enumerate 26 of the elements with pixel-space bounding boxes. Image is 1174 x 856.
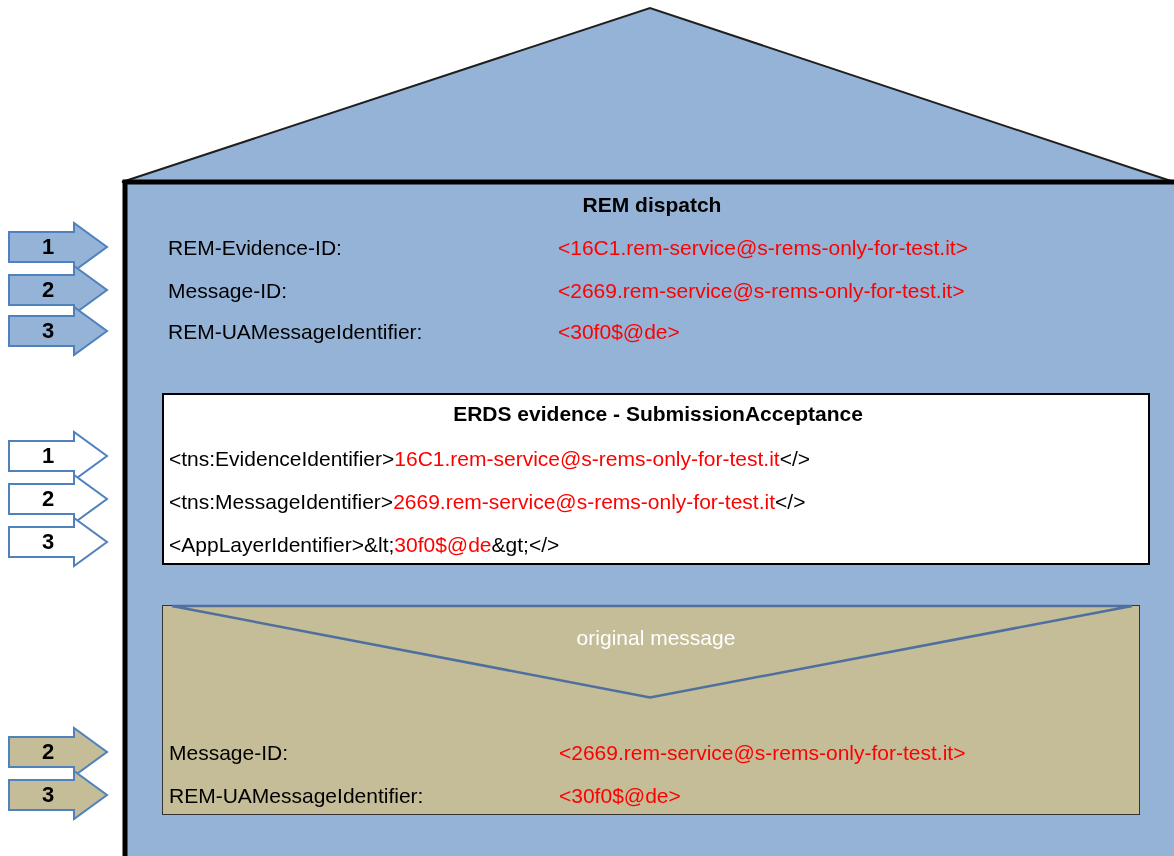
field-value: <2669.rem-service@s-rems-only-for-test.it> (559, 740, 966, 766)
field-label: REM-UAMessageIdentifier: (168, 319, 423, 345)
field-value: <30f0$@de> (558, 319, 680, 345)
envelope-box (162, 605, 1140, 815)
step-number: 2 (42, 739, 55, 765)
field-value: <2669.rem-service@s-rems-only-for-test.it> (558, 278, 965, 304)
xml-line: <AppLayerIdentifier>&lt;30f0$@de&gt;</> (169, 532, 560, 558)
field-label: Message-ID: (168, 278, 288, 304)
step-number: 1 (42, 234, 55, 260)
step-number: 3 (42, 529, 55, 555)
heading: REM dispatch (582, 192, 722, 218)
step-number: 3 (42, 782, 55, 808)
field-label: REM-UAMessageIdentifier: (169, 783, 424, 809)
field-label: REM-Evidence-ID: (168, 235, 342, 261)
heading: original message (576, 625, 736, 651)
xml-line: <tns:EvidenceIdentifier>16C1.rem-service@s-rems-only-for-test.it</> (169, 446, 811, 472)
heading: ERDS evidence - SubmissionAcceptance (453, 401, 863, 427)
step-number: 2 (42, 277, 55, 303)
evidence-box (162, 393, 1150, 565)
step-number: 3 (42, 318, 55, 344)
field-label: Message-ID: (169, 740, 289, 766)
xml-line: <tns:MessageIdentifier>2669.rem-service@s-rems-only-for-test.it</> (169, 489, 806, 515)
step-number: 1 (42, 443, 55, 469)
field-value: <16C1.rem-service@s-rems-only-for-test.it> (558, 235, 968, 261)
step-number: 2 (42, 486, 55, 512)
field-value: <30f0$@de> (559, 783, 681, 809)
